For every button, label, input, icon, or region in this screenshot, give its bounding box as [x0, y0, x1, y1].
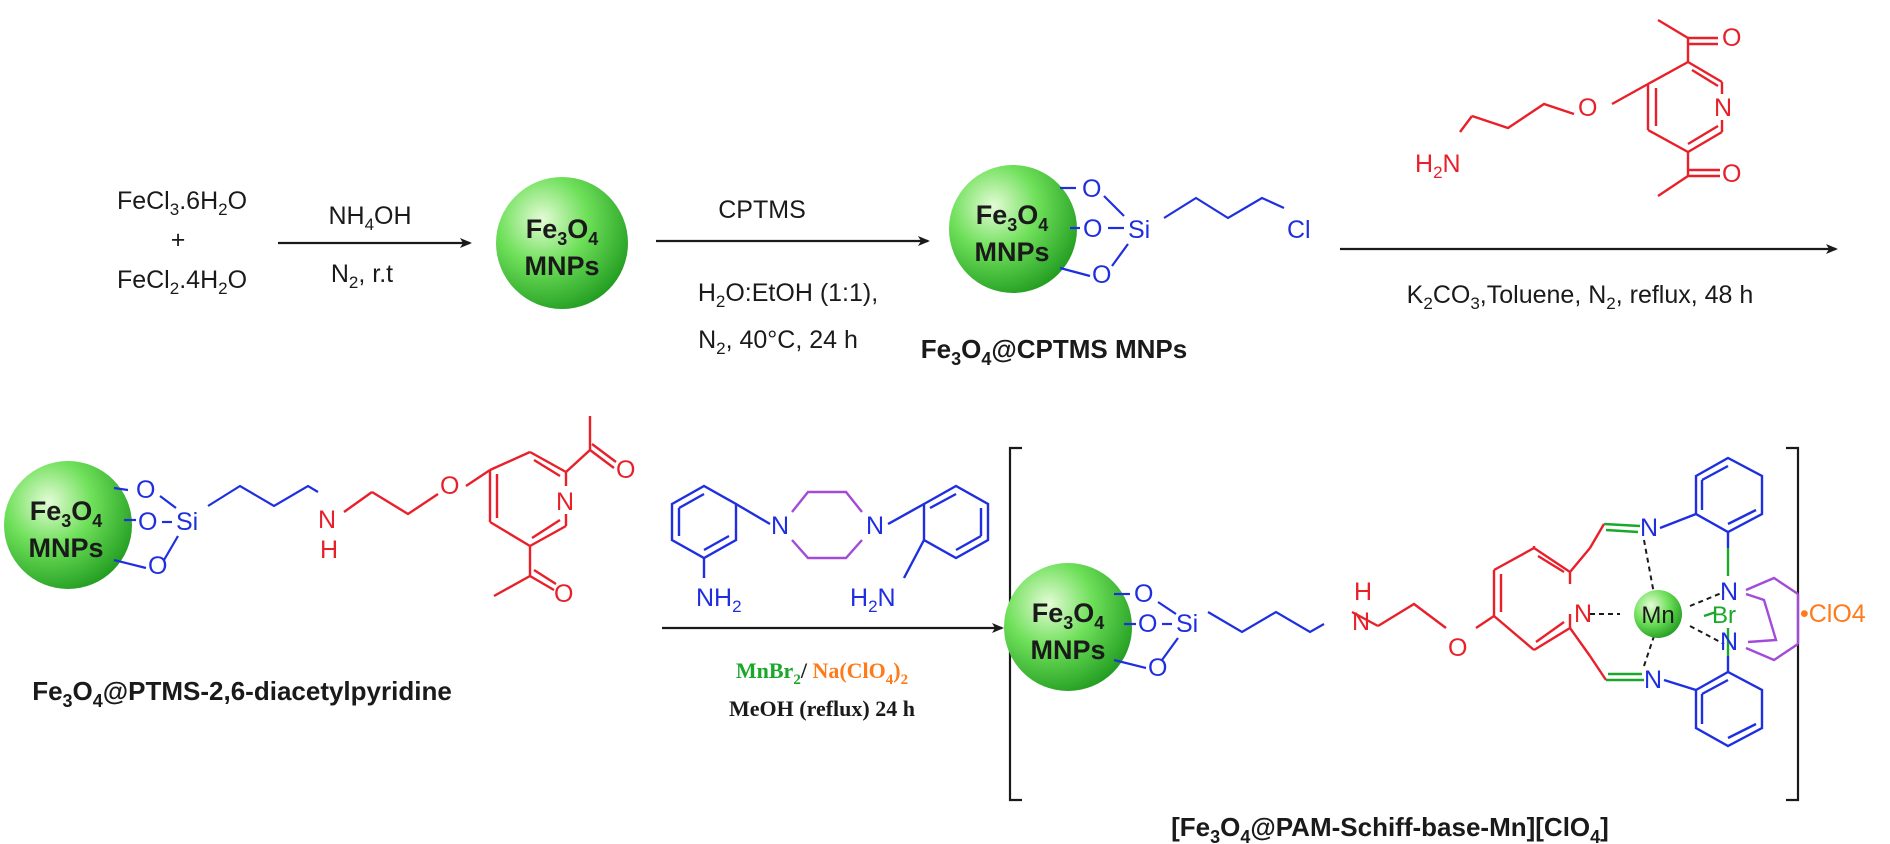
product3-label: [Fe3O4@PAM-Schiff-base-Mn][ClO4] [1171, 812, 1609, 844]
atom-n: N [318, 506, 336, 534]
atom-n: N [866, 512, 884, 540]
svg-text:MNPs: MNPs [524, 251, 599, 281]
svg-text:MNPs: MNPs [28, 533, 103, 563]
atom-o: O [1148, 654, 1167, 682]
fe3o4-cptms-structure: Fe3O4 MNPs O O O Si Cl [949, 165, 1311, 293]
atom-si: Si [1176, 610, 1198, 638]
aminoethoxy-diacetylpyridine-reagent: O N O O H2N [1415, 18, 1741, 197]
conditions-step3: K2CO3,Toluene, N2, reflux, 48 h [1407, 281, 1754, 313]
atom-n: N [1352, 608, 1370, 636]
svg-text:Fe3O4: Fe3O4 [30, 496, 103, 531]
atom-si: Si [176, 508, 198, 536]
atom-n: N [1720, 628, 1738, 656]
atom-si: Si [1128, 216, 1150, 244]
mn-schiff-base-complex: Fe3O4 MNPs O O O Si [1004, 456, 1800, 748]
reagent-nh4oh: NH4OH [328, 202, 411, 234]
reactant-fecl2: FeCl2.4H2O [117, 266, 247, 298]
conditions-step4: MeOH (reflux) 24 h [729, 696, 915, 721]
perchlorate-counterion: •ClO4 [1800, 600, 1866, 628]
atom-cl: Cl [1287, 216, 1311, 244]
atom-n: N [1574, 600, 1592, 628]
bromide-ligand: Br [1712, 602, 1736, 629]
amine-nh2: NH2 [696, 584, 742, 616]
atom-o: O [1134, 580, 1153, 608]
reagent-amine-h2n: H2N [1415, 150, 1461, 182]
atom-o: O [1138, 610, 1157, 638]
conditions-step2-line1: H2O:EtOH (1:1), [698, 279, 878, 311]
atom-n: N [1720, 578, 1738, 606]
atom-o: O [136, 476, 155, 504]
atom-o: O [1722, 24, 1741, 52]
amine-h2n: H2N [850, 584, 896, 616]
reagents-step4: MnBr2/ Na(ClO4)2 [736, 658, 908, 688]
reagent-cptms: CPTMS [718, 196, 806, 224]
reactant-fecl3: FeCl3.6H2O [117, 187, 247, 219]
product2-label: Fe3O4@PTMS-2,6-diacetylpyridine [32, 676, 452, 711]
atom-o: O [554, 580, 573, 608]
atom-h: H [1354, 578, 1372, 606]
atom-o: O [1092, 261, 1111, 289]
conditions-step2-line2: N2, 40°C, 24 h [698, 326, 858, 358]
piperazine-diamine-reagent: N N NH2 H2N [670, 484, 990, 616]
svg-text:MNPs: MNPs [974, 237, 1049, 267]
atom-n: N [771, 512, 789, 540]
mn-center [1634, 590, 1682, 638]
fe3o4-nanoparticle-1: Fe3O4 MNPs [496, 177, 628, 309]
svg-text:MNPs: MNPs [1030, 635, 1105, 665]
conditions-step1: N2, r.t [331, 260, 393, 292]
atom-o: O [1082, 175, 1101, 203]
product1-label: Fe3O4@CPTMS MNPs [921, 334, 1187, 369]
atom-n: N [556, 488, 574, 516]
svg-text:Mn: Mn [1641, 602, 1674, 629]
atom-h: H [320, 536, 338, 564]
atom-o: O [138, 508, 157, 536]
atom-n: N [1644, 666, 1662, 694]
atom-o: O [1083, 215, 1102, 243]
atom-n: N [1640, 514, 1658, 542]
fe3o4-ptms-diacetylpyridine-structure: Fe3O4 MNPs O O O Si [4, 416, 635, 608]
atom-o: O [1578, 94, 1597, 122]
atom-o: O [1448, 634, 1467, 662]
plus-sign: + [171, 226, 186, 254]
atom-o: O [440, 472, 459, 500]
atom-n: N [1714, 94, 1732, 122]
atom-o: O [1722, 160, 1741, 188]
atom-o: O [148, 552, 167, 580]
atom-o: O [616, 456, 635, 484]
